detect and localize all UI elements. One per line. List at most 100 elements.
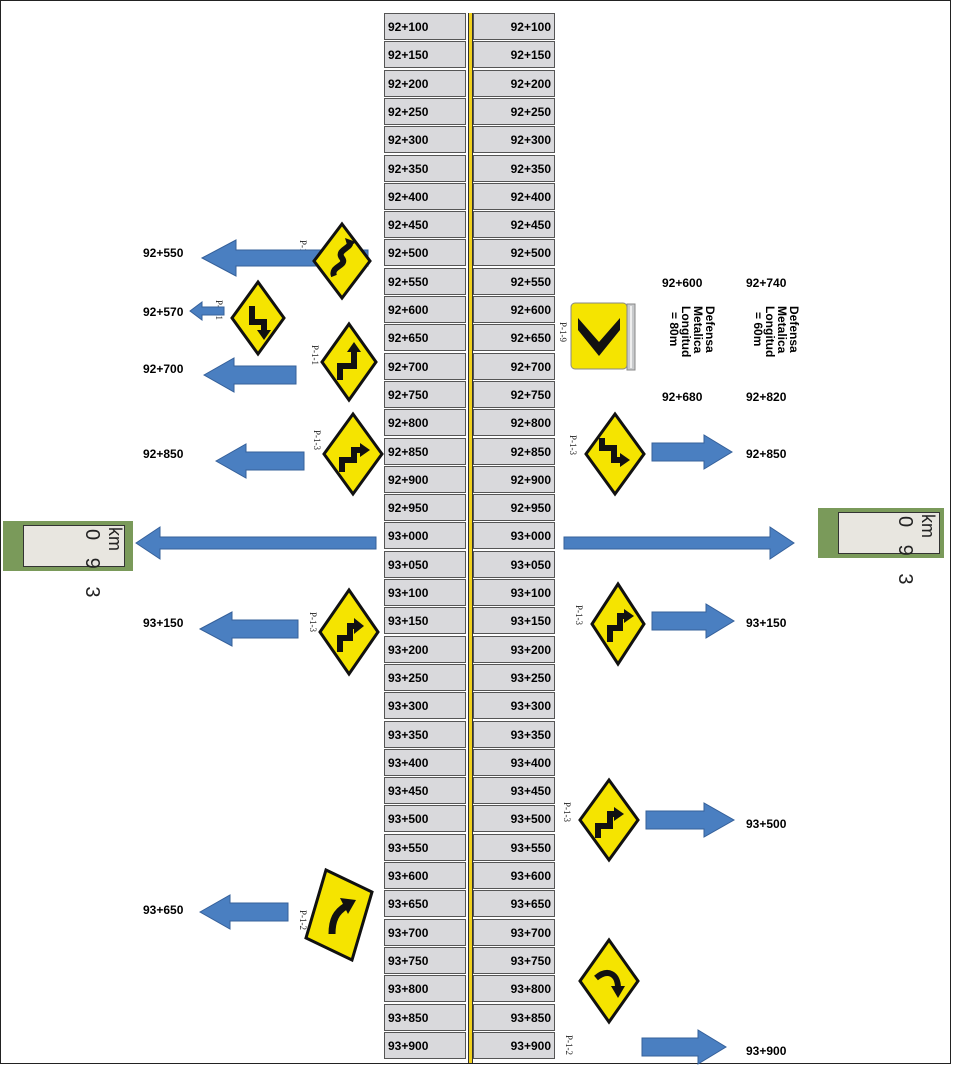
km-unit: km [104,527,125,551]
station-right: 93+700 [473,919,555,946]
station-right: 92+500 [473,239,555,266]
left-station-label: 93+650 [143,903,183,917]
left-station-label: 92+570 [143,305,183,319]
station-right: 92+600 [473,296,555,323]
station-right: 93+800 [473,975,555,1002]
left-arrow [204,358,296,392]
right-arrow [564,527,794,559]
station-right: 93+850 [473,1004,555,1031]
station-right: 93+550 [473,834,555,861]
station-right: 93+300 [473,692,555,719]
station-left: 92+950 [384,494,466,521]
station-right: 92+450 [473,211,555,238]
guardrail-b-start: 92+740 [746,276,786,290]
station-right: 92+150 [473,41,555,68]
station-right: 92+900 [473,466,555,493]
curve-right-sign-icon [304,868,374,962]
station-left: 93+900 [384,1032,466,1059]
station-left: 93+150 [384,607,466,634]
station-right: 93+150 [473,607,555,634]
station-right: 92+800 [473,409,555,436]
guardrail-a-text-3: Longitud [680,306,692,357]
station-left: 93+450 [384,777,466,804]
right-arrow [652,435,732,469]
station-left: 93+400 [384,749,466,776]
guardrail-a-start: 92+600 [662,276,702,290]
sign-code: P-1-3 [574,605,584,625]
left-arrow [190,302,224,320]
left-station-label: 92+700 [143,362,183,376]
station-left: 92+600 [384,296,466,323]
station-right: 93+500 [473,805,555,832]
station-right: 92+950 [473,494,555,521]
station-left: 92+150 [384,41,466,68]
guardrail-a-text-2: Metalica [692,306,704,353]
sign-code: P-1-3 [312,430,322,450]
reverse-curve-sign-icon [318,588,380,676]
right-arrow [646,803,734,837]
left-arrow [200,895,288,929]
station-left: 93+700 [384,919,466,946]
guardrail-post-icon [624,304,638,370]
station-right: 92+250 [473,98,555,125]
reverse-curve-sign-icon [590,582,646,666]
station-right: 93+400 [473,749,555,776]
station-right: 92+300 [473,126,555,153]
chevron-sign-icon [570,302,628,370]
station-left: 93+300 [384,692,466,719]
station-right: 93+250 [473,664,555,691]
station-right: 92+750 [473,381,555,408]
left-arrow [136,527,376,559]
curve-right-sign-icon [578,938,640,1024]
road-centerline [468,13,473,1063]
station-right: 92+650 [473,324,555,351]
station-right: 93+600 [473,862,555,889]
station-left: 92+500 [384,239,466,266]
station-right: 93+650 [473,890,555,917]
sign-code: P-1-1 [310,345,320,365]
station-left: 92+800 [384,409,466,436]
left-arrow [216,444,304,478]
station-right: 93+350 [473,721,555,748]
sharp-right-turn-sign-icon [230,280,286,356]
station-left: 92+200 [384,70,466,97]
reverse-curve-sign-icon [584,412,646,496]
station-right: 92+400 [473,183,555,210]
station-right: 92+850 [473,438,555,465]
station-left: 93+550 [384,834,466,861]
km-post-right: km 0 9 3 [818,508,944,558]
station-right: 92+100 [473,13,555,40]
sign-code: P-1-3 [562,802,572,822]
left-arrow [200,612,298,646]
station-right: 92+550 [473,268,555,295]
station-right: 92+700 [473,353,555,380]
station-left: 92+750 [384,381,466,408]
sign-code: P-1-2 [564,1035,574,1055]
winding-road-sign-icon [312,222,372,300]
station-left: 93+000 [384,522,466,549]
guardrail-a-end: 92+680 [662,390,702,404]
station-left: 92+300 [384,126,466,153]
km-unit: km [917,514,938,538]
guardrail-b-text-2: Metalica [776,306,788,353]
right-arrow [642,1030,726,1064]
left-station-label: 93+150 [143,616,183,630]
right-station-label: 93+150 [746,616,786,630]
station-left: 92+850 [384,438,466,465]
guardrail-b-text-3: Longitud [764,306,776,357]
station-left: 93+500 [384,805,466,832]
station-right: 92+200 [473,70,555,97]
station-left: 93+800 [384,975,466,1002]
sign-code: P-1-3 [568,435,578,455]
sign-code: P-1-9 [558,322,568,342]
station-left: 92+900 [384,466,466,493]
right-station-label: 92+850 [746,447,786,461]
guardrail-a-text-1: Defensa [704,306,716,353]
station-right: 93+000 [473,522,555,549]
station-left: 92+650 [384,324,466,351]
station-right: 93+200 [473,636,555,663]
guardrail-b-text-4: = 60m [752,312,764,346]
station-right: 93+750 [473,947,555,974]
station-right: 93+450 [473,777,555,804]
station-left: 93+100 [384,579,466,606]
